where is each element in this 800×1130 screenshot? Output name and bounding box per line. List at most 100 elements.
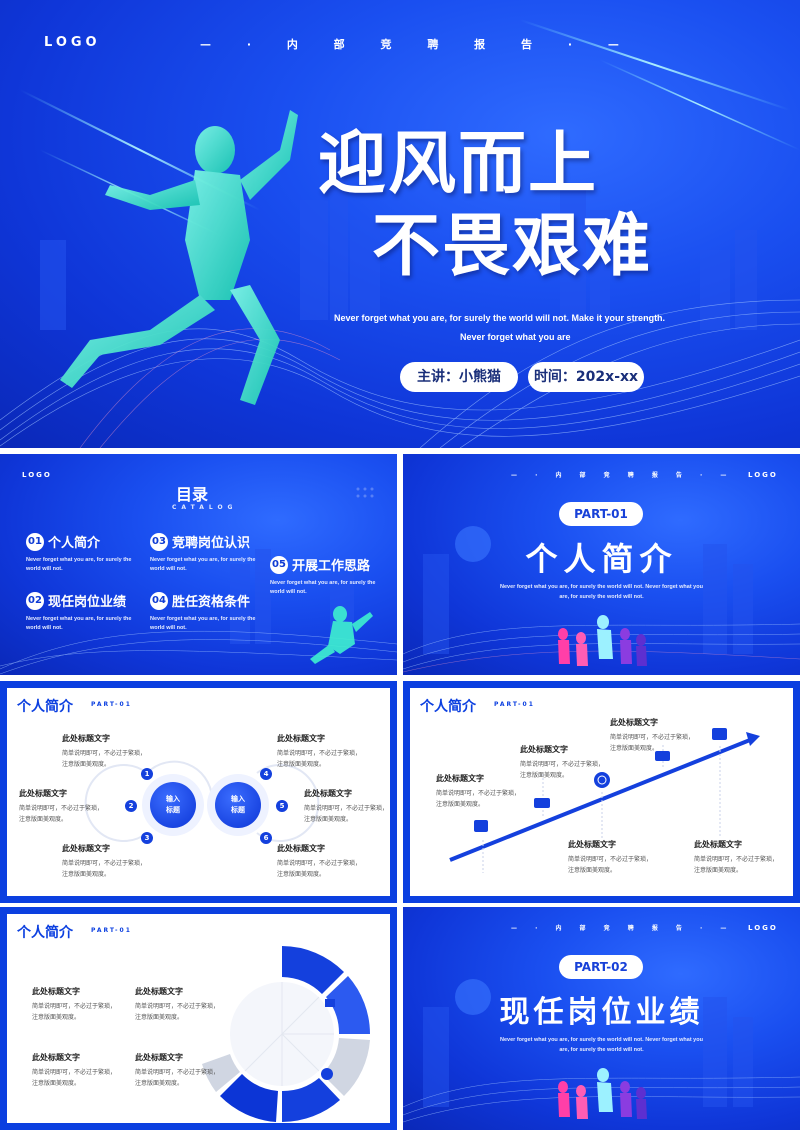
number-dot-5: 5 — [276, 800, 288, 812]
block-desc: 简单说明即可，不必过于繁琐，注意版面美观度。 — [436, 790, 521, 808]
block-title: 此处标题文字 — [135, 1053, 183, 1062]
part01-pill: PART-01 — [559, 502, 643, 526]
circle-text: 标题 — [166, 806, 180, 814]
report-tagline: — · 内 部 竞 聘 报 告 · — — [200, 38, 635, 51]
circle-title-right: 输入标题 — [215, 782, 261, 828]
catalog-title: 目录 — [176, 485, 209, 504]
part01-tagline: — · 内 部 竞 聘 报 告 · — — [511, 472, 735, 479]
catalog-num: 04 — [150, 591, 168, 610]
part02-desc-line2: are, for surely the world will not. — [559, 1047, 644, 1053]
timeline-block-3: 此处标题文字 简单说明即可，不必过于繁琐，注意版面美观度。 — [610, 717, 694, 754]
block-title: 此处标题文字 — [520, 745, 568, 754]
profile-circles-slide: 个人简介 PART-01 输入标题 输入标题 1 2 3 4 5 6 此处标题文… — [0, 681, 397, 903]
circle-diagram-art — [84, 760, 320, 842]
catalog-desc: Never forget what you are, for surely th… — [26, 557, 132, 572]
catalog-desc: Never forget what you are, for surely th… — [150, 616, 256, 631]
catalog-label: 胜任资格条件 — [172, 595, 251, 610]
block-desc: 简单说明即可，不必过于繁琐，注意版面美观度。 — [568, 856, 653, 874]
block-title: 此处标题文字 — [304, 789, 352, 798]
runner-figure — [60, 110, 298, 405]
catalog-desc: Never forget what you are, for surely th… — [26, 616, 132, 631]
logo: LOGO — [44, 35, 101, 50]
block-title: 此处标题文字 — [610, 718, 658, 727]
part01-desc-line1: Never forget what you are, for surely th… — [500, 584, 703, 590]
hero-background-art — [0, 19, 800, 448]
circle-title-left: 输入标题 — [150, 782, 196, 828]
number-dot-6: 6 — [260, 832, 272, 844]
block-title: 此处标题文字 — [135, 987, 183, 996]
number-dot-1: 1 — [141, 768, 153, 780]
part02-pill: PART-02 — [559, 955, 643, 979]
catalog-label: 现任岗位业绩 — [48, 595, 127, 610]
block-desc: 简单说明即可，不必过于繁琐，注意版面美观度。 — [610, 734, 695, 752]
part01-desc-line2: are, for surely the world will not. — [559, 594, 644, 600]
block-desc: 简单说明即可，不必过于繁琐，注意版面美观度。 — [62, 750, 147, 768]
slide-header: 个人简介 — [420, 699, 476, 715]
catalog-background-art — [0, 487, 397, 675]
block-desc: 简单说明即可，不必过于繁琐，注意版面美观度。 — [694, 856, 779, 874]
catalog-num: 01 — [26, 532, 44, 551]
number-dot-4: 4 — [260, 768, 272, 780]
block-title: 此处标题文字 — [277, 734, 325, 743]
block-desc: 简单说明即可，不必过于繁琐，注意版面美观度。 — [520, 761, 605, 779]
slide-header: 个人简介 — [17, 699, 73, 715]
block-desc: 简单说明即可，不必过于繁琐，注意版面美观度。 — [32, 1069, 117, 1087]
block-title: 此处标题文字 — [62, 844, 110, 853]
hero-subtitle-en: Never forget what you are, for surely th… — [334, 313, 666, 323]
slide-header-sub: PART-01 — [91, 701, 132, 708]
timeline-block-2: 此处标题文字 简单说明即可，不必过于繁琐，注意版面美观度。 — [520, 744, 604, 781]
catalog-item-04[interactable]: 04 胜任资格条件 Never forget what you are, for … — [150, 590, 260, 633]
hero-title-line2: 不畏艰难 — [372, 206, 653, 286]
timeline-arrow-art — [449, 728, 760, 873]
slide-header: 个人简介 — [17, 925, 73, 941]
speaker-pill: 主讲：小熊猫 — [400, 362, 518, 392]
catalog-desc: Never forget what you are, for surely th… — [150, 557, 256, 572]
profile-radial-slide: 个人简介 PART-01 此处标题文字 简单说明即可，不必过于繁琐，注意版面美观 — [0, 907, 397, 1130]
block-desc: 简单说明即可，不必过于繁琐，注意版面美观度。 — [304, 805, 389, 823]
block-title: 此处标题文字 — [32, 987, 80, 996]
slide-header-sub: PART-01 — [494, 701, 535, 708]
circle-text: 标题 — [231, 806, 245, 814]
block-title: 此处标题文字 — [568, 840, 616, 849]
time-pill: 时间：202x-xx — [528, 362, 644, 392]
block-title: 此处标题文字 — [32, 1053, 80, 1062]
timeline-block-5: 此处标题文字 简单说明即可，不必过于繁琐，注意版面美观度。 — [694, 839, 778, 876]
part02-desc-line1: Never forget what you are, for surely th… — [500, 1037, 703, 1043]
text-block-4: 此处标题文字 简单说明即可，不必过于繁琐，注意版面美观度。 — [277, 733, 361, 770]
number-dot-3: 3 — [141, 832, 153, 844]
radial-block-4: 此处标题文字 简单说明即可，不必过于繁琐，注意版面美观度。 — [135, 1052, 219, 1089]
part01-background-art — [403, 526, 800, 673]
part02-background-art — [403, 979, 800, 1123]
block-desc: 简单说明即可，不必过于繁琐，注意版面美观度。 — [277, 860, 362, 878]
text-block-5: 此处标题文字 简单说明即可，不必过于繁琐，注意版面美观度。 — [304, 788, 388, 825]
part02-title: 现任岗位业绩 — [499, 995, 704, 1030]
part01-title: 个人简介 — [525, 540, 678, 578]
catalog-label: 竞聘岗位认识 — [172, 536, 251, 551]
radial-block-1: 此处标题文字 简单说明即可，不必过于繁琐，注意版面美观度。 — [32, 986, 116, 1023]
part02-logo: LOGO — [748, 924, 778, 932]
block-title: 此处标题文字 — [694, 840, 742, 849]
catalog-label: 开展工作思路 — [292, 559, 371, 574]
hero-slide: LOGO — · 内 部 竞 聘 报 告 · — 迎风而上 不畏艰难 Never… — [0, 0, 800, 448]
block-title: 此处标题文字 — [277, 844, 325, 853]
catalog-item-03[interactable]: 03 竞聘岗位认识 Never forget what you are, for … — [150, 531, 260, 574]
block-desc: 简单说明即可，不必过于繁琐，注意版面美观度。 — [135, 1003, 220, 1021]
radial-segments-art — [202, 946, 370, 1122]
block-desc: 简单说明即可，不必过于繁琐，注意版面美观度。 — [62, 860, 147, 878]
circle-text: 输入 — [166, 795, 180, 803]
runner-figure-small — [310, 606, 373, 664]
catalog-num: 03 — [150, 532, 168, 551]
part01-slide: — · 内 部 竞 聘 报 告 · — LOGO PART-01 个人简介 Ne… — [403, 454, 800, 675]
block-desc: 简单说明即可，不必过于繁琐，注意版面美观度。 — [19, 805, 104, 823]
text-block-2: 此处标题文字 简单说明即可，不必过于繁琐，注意版面美观度。 — [19, 788, 103, 825]
block-desc: 简单说明即可，不必过于繁琐，注意版面美观度。 — [32, 1003, 117, 1021]
slide-header-sub: PART-01 — [91, 927, 132, 934]
hero-title-line1: 迎风而上 — [318, 124, 599, 204]
profile-timeline-slide: 个人简介 PART-01 — [403, 681, 800, 903]
catalog-num: 05 — [270, 555, 288, 574]
